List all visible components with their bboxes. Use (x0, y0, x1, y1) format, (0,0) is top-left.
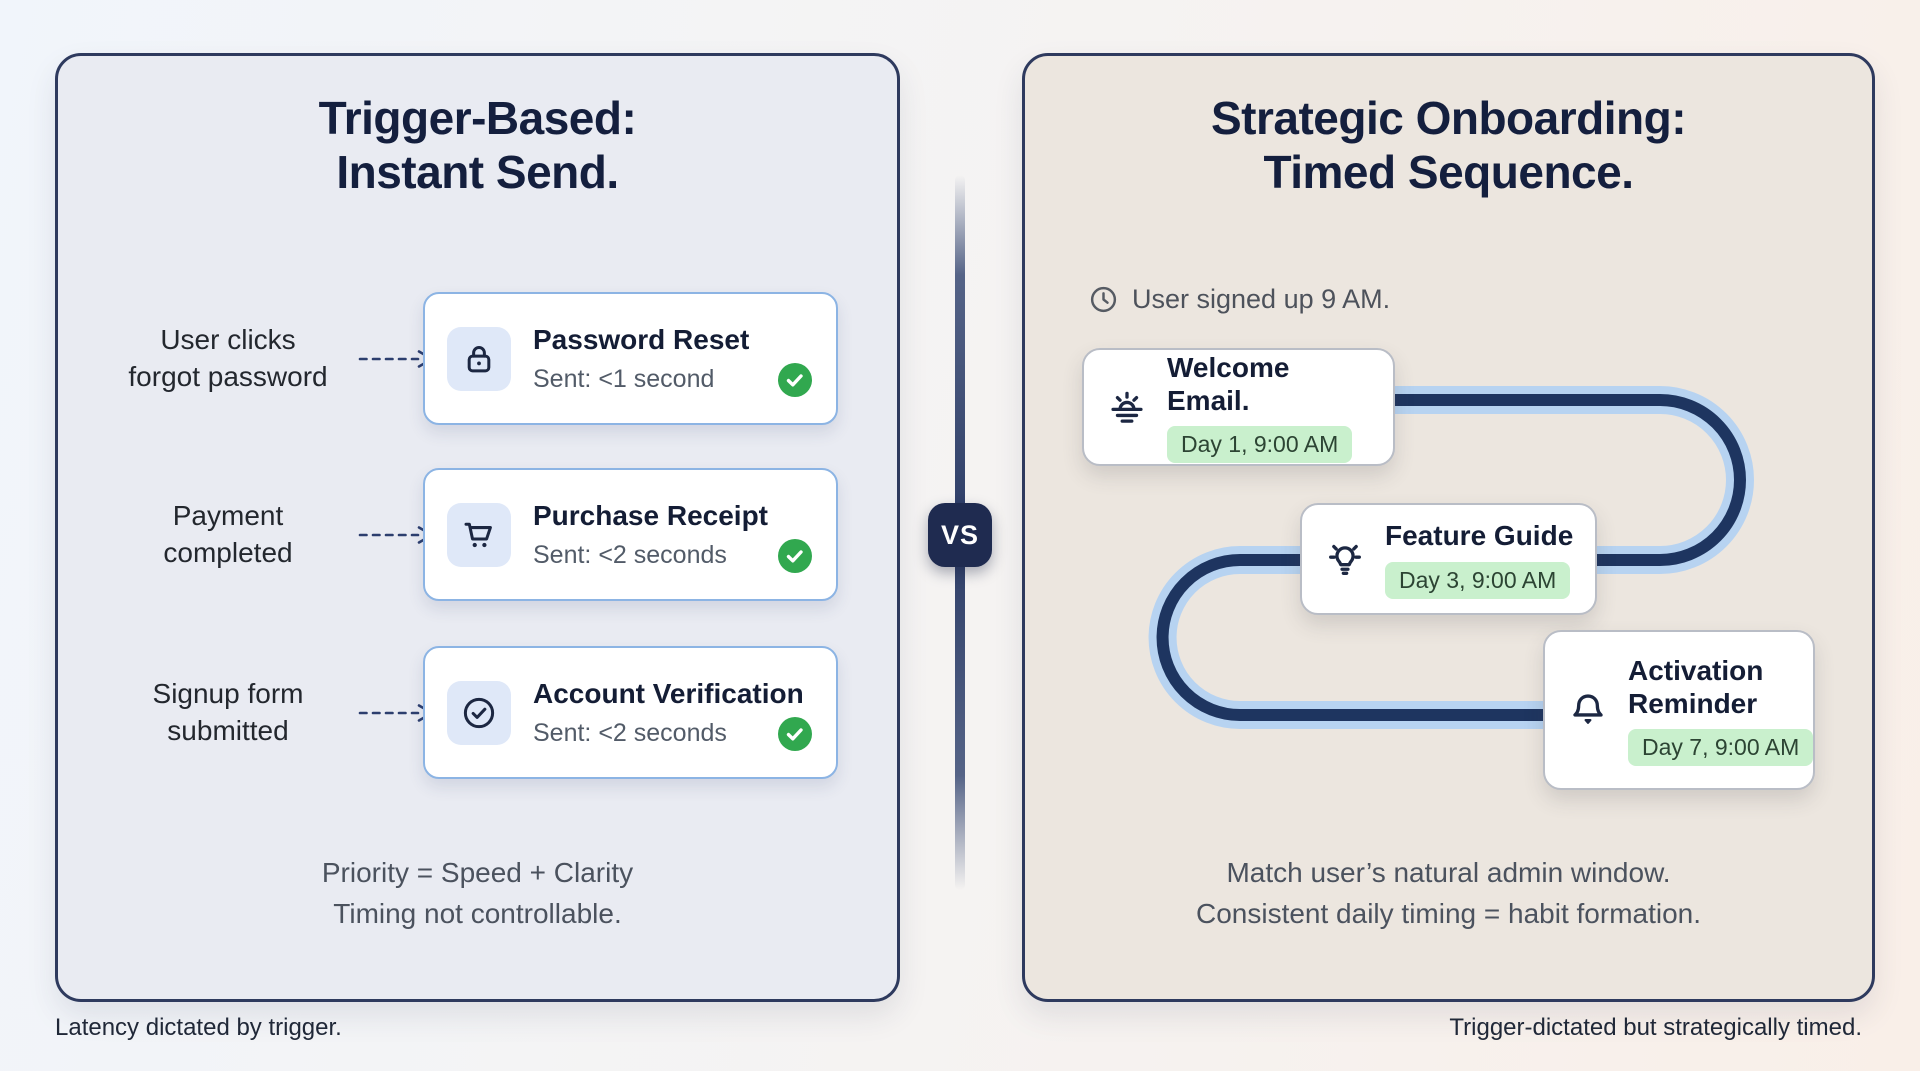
trigger-label-line1: Payment (172, 499, 284, 531)
bell-icon (1565, 687, 1611, 733)
success-check-icon (778, 363, 812, 397)
trigger-label-line2: submitted (167, 715, 289, 747)
left-title-line2: Instant Send. (336, 145, 619, 198)
check-circle-icon (447, 680, 511, 745)
email-card-purchase-receipt: Purchase Receipt Sent: <2 seconds (423, 468, 838, 601)
trigger-label: Signup form submitted (88, 675, 368, 751)
email-card-password-reset: Password Reset Sent: <1 second (423, 292, 838, 425)
step-schedule-badge: Day 3, 9:00 AM (1385, 561, 1571, 599)
step-card-title: Feature Guide (1385, 520, 1574, 552)
caption-right: Trigger-dictated but strategically timed… (1449, 1014, 1862, 1041)
trigger-label: User clicks forgot password (88, 321, 368, 397)
step-card-feature-guide: Feature Guide Day 3, 9:00 AM (1300, 503, 1597, 615)
trigger-label: Payment completed (88, 497, 368, 573)
trigger-based-panel: Trigger-Based: Instant Send. User clicks… (55, 53, 900, 1002)
lightbulb-icon (1322, 536, 1368, 582)
lock-icon (447, 326, 511, 391)
step-card-title: Welcome Email. (1167, 351, 1290, 416)
right-title-line2: Timed Sequence. (1263, 145, 1634, 198)
step-schedule-badge: Day 7, 9:00 AM (1628, 729, 1814, 767)
caption-left: Latency dictated by trigger. (55, 1014, 342, 1041)
right-footer-line1: Match user’s natural admin window. (1226, 857, 1671, 888)
left-title-line1: Trigger-Based: (318, 92, 637, 144)
email-card-sent-time: Sent: <2 seconds (533, 540, 727, 569)
trigger-row-account-verification: Signup form submitted Account Verificati… (58, 646, 897, 779)
success-check-icon (778, 539, 812, 573)
step-card-title: Activation Reminder (1628, 654, 1764, 719)
right-title-line1: Strategic Onboarding: (1210, 92, 1687, 144)
trigger-label-line1: Signup form (152, 677, 304, 709)
left-footer-line1: Priority = Speed + Clarity (321, 857, 634, 888)
trigger-row-password-reset: User clicks forgot password Password Res… (58, 292, 897, 425)
left-panel-title: Trigger-Based: Instant Send. (58, 56, 897, 200)
success-check-icon (778, 717, 812, 751)
left-footer-line2: Timing not controllable. (333, 898, 622, 930)
email-card-title: Account Verification (533, 677, 804, 709)
right-panel-title: Strategic Onboarding: Timed Sequence. (1025, 56, 1872, 200)
step-card-activation-reminder: Activation Reminder Day 7, 9:00 AM (1543, 630, 1815, 790)
signup-note: User signed up 9 AM. (1088, 284, 1390, 315)
email-card-title: Password Reset (533, 323, 750, 355)
trigger-row-purchase-receipt: Payment completed Purchase Receipt Sent:… (58, 468, 897, 601)
clock-icon (1090, 286, 1117, 313)
cart-icon (447, 502, 511, 567)
right-footer-line2: Consistent daily timing = habit formatio… (1195, 898, 1702, 930)
strategic-onboarding-panel: Strategic Onboarding: Timed Sequence. Us… (1022, 53, 1875, 1002)
trigger-label-line2: forgot password (128, 361, 328, 393)
step-card-welcome-email: Welcome Email. Day 1, 9:00 AM (1082, 348, 1395, 466)
sunrise-icon (1104, 384, 1150, 430)
right-panel-footer: Match user’s natural admin window. Consi… (1025, 852, 1872, 935)
vs-badge: VS (928, 503, 992, 567)
trigger-label-line2: completed (163, 537, 293, 569)
left-panel-footer: Priority = Speed + Clarity Timing not co… (58, 852, 897, 935)
signup-note-text: User signed up 9 AM. (1132, 284, 1391, 314)
email-card-sent-time: Sent: <2 seconds (533, 718, 727, 747)
email-card-account-verification: Account Verification Sent: <2 seconds (423, 646, 838, 779)
email-card-sent-time: Sent: <1 second (533, 364, 715, 393)
step-schedule-badge: Day 1, 9:00 AM (1167, 426, 1353, 464)
email-card-title: Purchase Receipt (533, 499, 768, 531)
trigger-label-line1: User clicks (160, 323, 296, 355)
